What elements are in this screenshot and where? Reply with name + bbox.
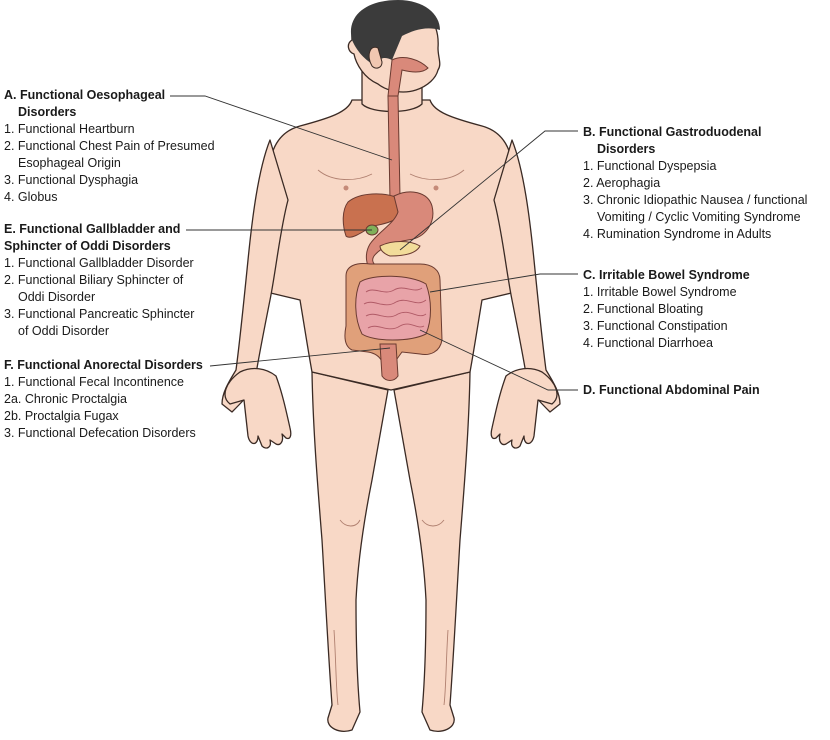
rectum bbox=[379, 343, 399, 381]
right-nipple bbox=[433, 185, 439, 191]
label-block-e: E. Functional Gallbladder and Sphincter … bbox=[4, 221, 194, 340]
label-e-item-cont: of Oddi Disorder bbox=[18, 324, 110, 338]
label-b-item: 2. Aerophagia bbox=[583, 176, 661, 190]
left-nipple bbox=[343, 185, 349, 191]
small-intestine bbox=[355, 275, 431, 341]
leader-line-b bbox=[399, 130, 578, 251]
label-e-item: 1. Functional Gallbladder Disorder bbox=[4, 256, 194, 270]
label-f-item: 1. Functional Fecal Incontinence bbox=[4, 375, 184, 389]
label-f-item: 3. Functional Defecation Disorders bbox=[4, 426, 196, 440]
label-b-title-cont: Disorders bbox=[597, 142, 656, 156]
pharynx bbox=[387, 57, 429, 97]
leader-lines bbox=[170, 95, 578, 391]
pancreas bbox=[379, 241, 421, 257]
label-b-item: 3. Chronic Idiopathic Nausea / functiona… bbox=[583, 193, 808, 207]
label-block-a: A. Functional Oesophageal Disorders 1. F… bbox=[4, 87, 215, 206]
label-a-item: 2. Functional Chest Pain of Presumed bbox=[4, 139, 215, 153]
label-a-item-cont: Esophageal Origin bbox=[18, 156, 121, 170]
ear bbox=[368, 46, 383, 69]
label-f-item: 2b. Proctalgia Fugax bbox=[4, 409, 119, 423]
label-block-c: C. Irritable Bowel Syndrome 1. Irritable… bbox=[583, 267, 750, 352]
leader-line-d bbox=[419, 329, 578, 391]
digestive-organs bbox=[342, 57, 443, 381]
label-b-title: B. Functional Gastroduodenal bbox=[583, 125, 762, 139]
label-c-item: 3. Functional Constipation bbox=[583, 319, 728, 333]
label-a-title-cont: Disorders bbox=[18, 105, 77, 119]
label-c-item: 4. Functional Diarrhoea bbox=[583, 336, 713, 350]
label-f-item: 2a. Chronic Proctalgia bbox=[4, 392, 127, 406]
label-a-item: 4. Globus bbox=[4, 190, 58, 204]
label-b-item: 4. Rumination Syndrome in Adults bbox=[583, 227, 772, 241]
label-c-title: C. Irritable Bowel Syndrome bbox=[583, 268, 750, 282]
label-b-item-cont: Vomiting / Cyclic Vomiting Syndrome bbox=[597, 210, 801, 224]
label-block-f: F. Functional Anorectal Disorders 1. Fun… bbox=[4, 357, 203, 442]
stomach bbox=[365, 191, 434, 273]
leader-line-a bbox=[170, 95, 393, 161]
label-b-item: 1. Functional Dyspepsia bbox=[583, 159, 717, 173]
label-a-item: 1. Functional Heartburn bbox=[4, 122, 135, 136]
body-contours bbox=[317, 169, 465, 706]
intestine-coils bbox=[363, 287, 427, 330]
label-e-item: 2. Functional Biliary Sphincter of bbox=[4, 273, 184, 287]
label-e-title-cont: Sphincter of Oddi Disorders bbox=[4, 239, 171, 253]
label-c-item: 2. Functional Bloating bbox=[583, 302, 704, 316]
label-a-title: A. Functional Oesophageal bbox=[4, 88, 166, 102]
label-f-title: F. Functional Anorectal Disorders bbox=[4, 358, 203, 372]
label-a-item: 3. Functional Dysphagia bbox=[4, 173, 139, 187]
leader-line-c bbox=[429, 273, 578, 293]
label-e-item: 3. Functional Pancreatic Sphincter bbox=[4, 307, 195, 321]
label-block-b: B. Functional Gastroduodenal Disorders 1… bbox=[583, 124, 807, 243]
label-c-item: 1. Irritable Bowel Syndrome bbox=[583, 285, 737, 299]
human-body bbox=[221, 1, 561, 732]
label-block-d: D. Functional Abdominal Pain bbox=[583, 382, 760, 399]
label-e-item-cont: Oddi Disorder bbox=[18, 290, 96, 304]
label-e-title: E. Functional Gallbladder and bbox=[4, 222, 181, 236]
esophagus bbox=[387, 95, 401, 201]
label-d-title: D. Functional Abdominal Pain bbox=[583, 383, 760, 397]
leader-line-f bbox=[209, 347, 391, 367]
